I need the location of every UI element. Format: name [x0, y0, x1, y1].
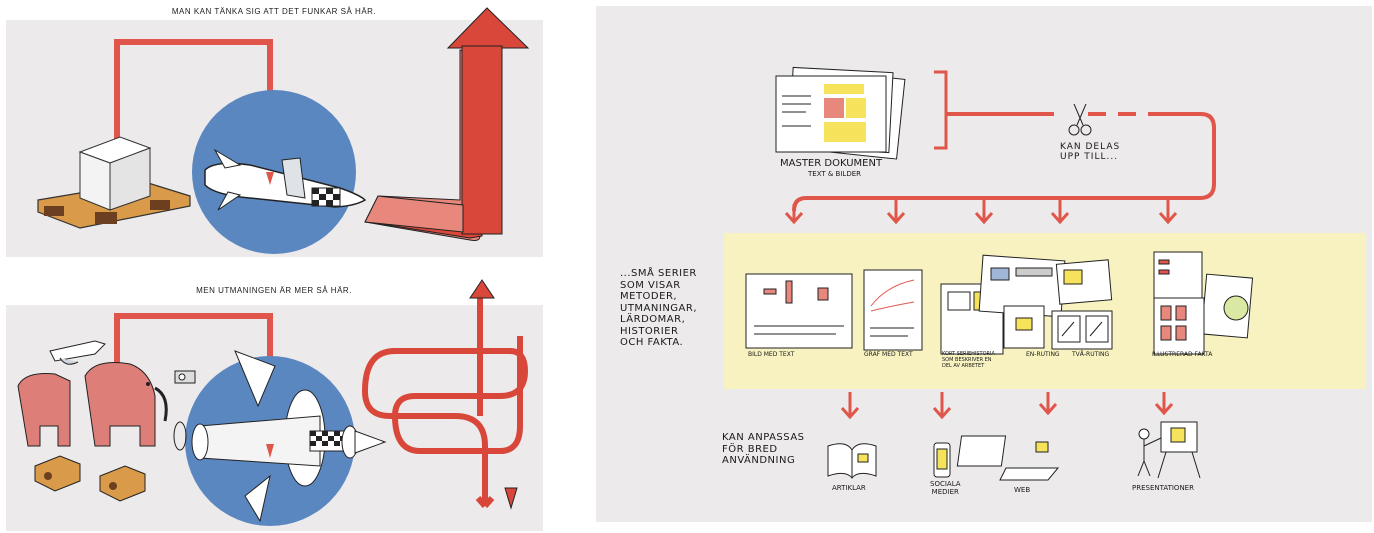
output-label-presentationer: PRESENTATIONER — [1132, 484, 1194, 492]
bottom-illustration — [0, 276, 548, 533]
box-icon — [80, 137, 150, 210]
thumb-graf-med-text — [864, 270, 922, 350]
output-label-artiklar: ARTIKLAR — [832, 484, 866, 492]
small-tools-icon — [175, 371, 195, 383]
series-label: ...SMÅ SERIER SOM VISAR METODER, UTMANIN… — [620, 268, 697, 349]
adapt-label: KAN ANPASSAS FÖR BRED ANVÄNDNING — [722, 432, 805, 467]
master-documents-icon — [776, 67, 905, 159]
item-label-graf-med-text: GRAF MED TEXT — [864, 352, 913, 359]
item-label-illustrerad-fakta: ILLUSTRERAD FAKTA — [1152, 352, 1212, 359]
top-illustration — [0, 0, 548, 262]
item-label-tva-ruting: TVÅ-RUTING — [1072, 352, 1109, 359]
master-title: MASTER DOKUMENT — [780, 158, 882, 170]
left-bottom-panel: MEN UTMANINGEN ÄR MER SÅ HÄR. — [0, 276, 548, 533]
book-icon — [828, 444, 876, 478]
phone-icon — [934, 443, 950, 477]
output-label-web: WEB — [1014, 486, 1030, 494]
thumb-bild-med-text — [746, 274, 852, 348]
item-label-bild-med-text: BILD MED TEXT — [748, 352, 794, 359]
master-subtitle: TEXT & BILDER — [808, 170, 861, 178]
item-label-en-ruting: EN-RUTING — [1026, 352, 1060, 359]
item-label-seriehistoria: KORT SERIEHISTORIA SOM BESKRIVER EN DEL … — [942, 352, 995, 369]
laptop-icon — [957, 436, 1058, 480]
right-panel: MASTER DOKUMENT TEXT & BILDER KAN DELAS … — [596, 6, 1372, 522]
right-illustration — [596, 6, 1372, 522]
thumb-en-ruting — [1004, 306, 1044, 348]
output-label-sociala-medier: SOCIALA MEDIER — [930, 480, 961, 496]
left-top-panel: MAN KAN TÄNKA SIG ATT DET FUNKAR SÅ HÄR. — [0, 0, 548, 262]
tangled-arrow-head-icon — [470, 280, 494, 298]
presenter-icon — [1138, 422, 1200, 478]
split-label: KAN DELAS UPP TILL... — [1060, 142, 1120, 163]
scissors-icon — [1069, 104, 1091, 135]
